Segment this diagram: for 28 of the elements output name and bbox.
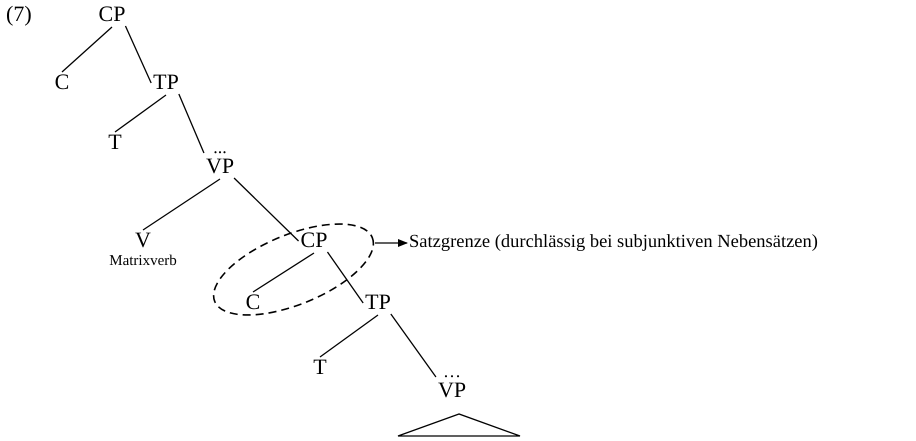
tree-branch [252, 252, 314, 293]
category-label: TP [365, 290, 391, 314]
tree-branch [326, 252, 364, 304]
node-caption: Matrixverb [109, 252, 177, 270]
category-label: C [246, 290, 260, 314]
tree-branch [142, 178, 220, 231]
ellipsis-mark: … [442, 364, 462, 378]
category-label: T [108, 130, 122, 154]
tree-branch [320, 314, 378, 358]
category-label: VP [438, 378, 466, 402]
tree-branch [114, 94, 166, 133]
category-label: TP [153, 70, 179, 94]
tree-branch [62, 26, 112, 72]
arrow [375, 239, 408, 247]
tree-branch [234, 178, 299, 242]
category-label: CP [98, 2, 126, 26]
category-label: C [54, 70, 70, 94]
category-label: T [313, 355, 327, 379]
roof-triangle [398, 414, 520, 437]
category-label: VP [206, 154, 234, 178]
tree-branch [178, 94, 205, 154]
tree-branch [390, 314, 436, 378]
example-number: (7) [6, 2, 32, 26]
ellipsis-mark: ... [212, 140, 228, 154]
tree-branch [124, 26, 152, 84]
annotation-text: Satzgrenze (durchlässig bei subjunktiven Nebensätzen) [409, 231, 818, 254]
category-label: V [134, 228, 152, 252]
category-label: CP [300, 228, 328, 252]
